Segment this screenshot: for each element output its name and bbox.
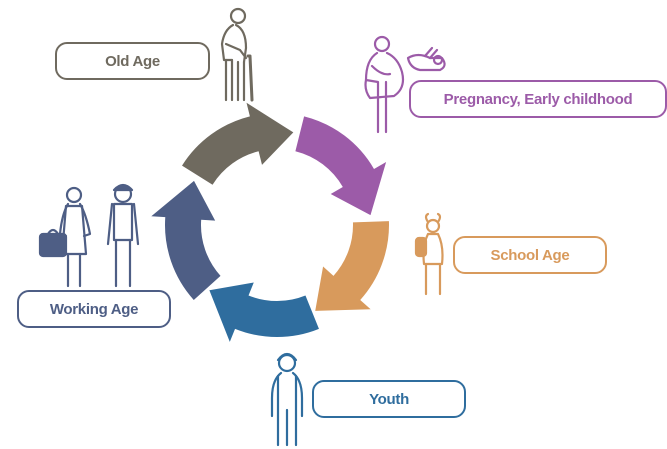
stage-school-age-label: School Age: [453, 236, 607, 274]
stage-working-age-label: Working Age: [17, 290, 171, 328]
youth-person-icon: [270, 352, 304, 447]
arrow-school-age: [315, 221, 389, 311]
schoolgirl-with-backpack-icon: [414, 212, 444, 296]
elderly-person-icon: [220, 7, 254, 102]
stage-old-age-label: Old Age: [55, 42, 210, 80]
stage-youth-label: Youth: [312, 380, 466, 418]
arrow-youth: [209, 282, 319, 342]
pregnant-woman-with-baby-icon: [364, 35, 446, 134]
arrow-old-age: [182, 102, 294, 185]
arrow-working-age: [151, 180, 221, 300]
stage-pregnancy-label: Pregnancy, Early childhood: [409, 80, 667, 118]
working-couple-icon: [38, 183, 140, 288]
arrow-pregnancy: [295, 116, 387, 216]
